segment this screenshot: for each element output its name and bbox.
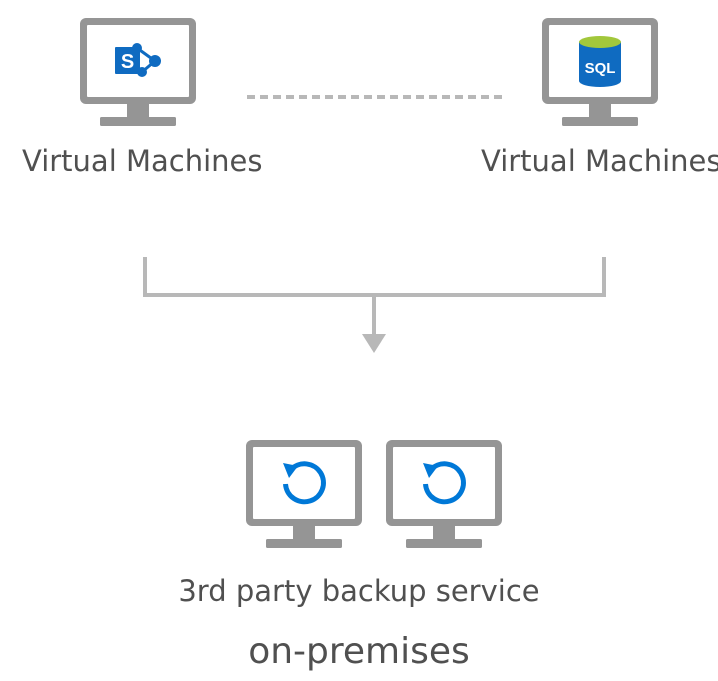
backup-restore-icon bbox=[283, 461, 326, 505]
vm-right-label: Virtual Machines bbox=[481, 144, 718, 178]
vm-left-monitor: S bbox=[80, 18, 196, 126]
sql-database-icon: SQL bbox=[579, 36, 621, 87]
vm-right-monitor: SQL bbox=[542, 18, 658, 126]
sql-badge-text: SQL bbox=[585, 60, 616, 77]
backup-monitor-2 bbox=[386, 440, 502, 548]
backup-monitor-1 bbox=[246, 440, 362, 548]
backup-restore-icon bbox=[423, 461, 466, 505]
vm-left-label: Virtual Machines bbox=[22, 144, 263, 178]
on-premises-label: on-premises bbox=[248, 631, 470, 672]
backup-service-label: 3rd party backup service bbox=[178, 574, 540, 608]
sharepoint-icon: S bbox=[115, 43, 161, 77]
sharepoint-badge-letter: S bbox=[121, 51, 134, 73]
down-arrow-icon bbox=[362, 334, 386, 353]
merge-connector bbox=[143, 257, 606, 353]
